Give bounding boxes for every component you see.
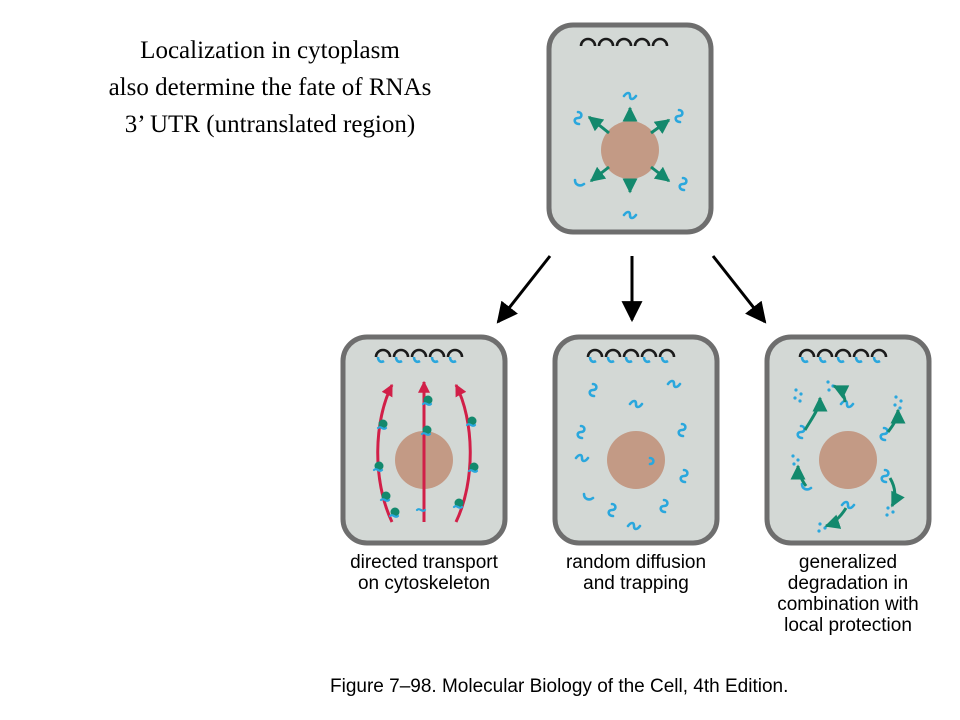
- caption-line: on cytoskeleton: [357, 573, 491, 594]
- caption-line: generalized: [798, 552, 898, 573]
- nucleus: [601, 121, 659, 179]
- nucleus: [607, 431, 665, 489]
- heading-line-1: Localization in cytoplasm: [140, 37, 400, 64]
- flow-arrows: [496, 255, 767, 324]
- caption-line: degradation in: [787, 573, 909, 594]
- degradation-arrows: [790, 384, 906, 529]
- anchor-loops-with-mrna: [374, 348, 464, 364]
- nucleus: [819, 431, 877, 489]
- caption-random-diffusion: random diffusion and trapping: [545, 552, 727, 594]
- arrow-to-degradation: [711, 255, 767, 324]
- caption-degradation: generalized degradation in combination w…: [752, 552, 944, 636]
- caption-line: directed transport: [350, 552, 498, 573]
- slide-heading: Localization in cytoplasm also determine…: [30, 32, 510, 143]
- degradation-cell: [764, 334, 932, 546]
- anchor-loops-with-mrna: [798, 348, 888, 364]
- random-diffusion-cell: [552, 334, 720, 546]
- anchor-loops-with-mrna: [586, 348, 676, 364]
- caption-line: and trapping: [583, 573, 689, 594]
- figure-credit: Figure 7–98. Molecular Biology of the Ce…: [330, 676, 789, 697]
- directed-transport-cell: [340, 334, 508, 546]
- anchor-loops: [579, 37, 669, 47]
- mrna-molecules: [574, 379, 689, 531]
- caption-directed-transport: directed transport on cytoskeleton: [333, 552, 515, 594]
- outward-arrows: [587, 106, 671, 194]
- caption-line: random diffusion: [565, 552, 707, 573]
- caption-line: combination with: [777, 594, 919, 615]
- arrow-to-directed: [496, 255, 552, 324]
- heading-line-2: also determine the fate of RNAs: [108, 74, 432, 101]
- heading-line-3: 3’ UTR (untranslated region): [124, 111, 416, 138]
- mrna-molecules: [573, 91, 688, 220]
- caption-line: local protection: [784, 615, 912, 636]
- initial-cell: [546, 22, 714, 235]
- motor-proteins: [372, 395, 479, 518]
